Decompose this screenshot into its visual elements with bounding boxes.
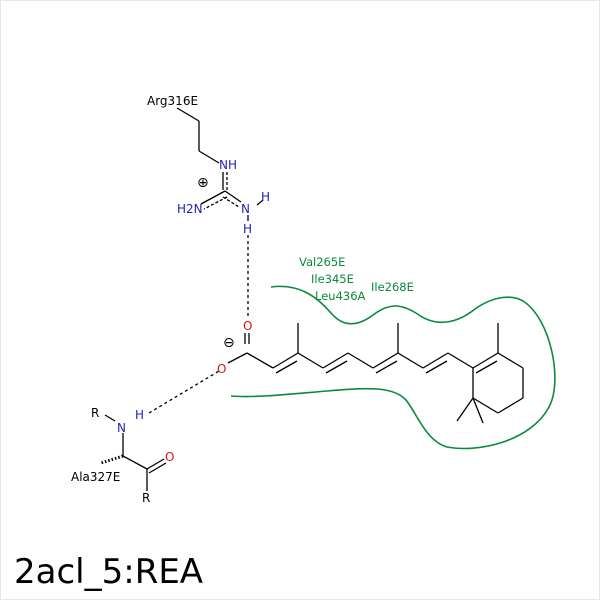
atom-n: N [241, 202, 250, 216]
hydrophobic-contact-outline [230, 285, 556, 450]
atom-r-top: R [91, 406, 99, 420]
atom-h-below: H [243, 222, 252, 236]
residue-label-ile268e: Ile268E [371, 280, 414, 294]
alanine-residue [100, 414, 167, 491]
residue-label-arg316e: Arg316E [147, 94, 198, 108]
atom-h2n: H2N [177, 202, 203, 216]
arginine-side-chain [176, 107, 264, 221]
atom-r-bottom: R [142, 491, 150, 505]
atom-o-ala: O [165, 450, 174, 464]
atom-h-ala: H [135, 408, 144, 422]
charge-minus-icon: ⊖ [223, 335, 235, 351]
atom-n-ala: N [117, 421, 126, 435]
residue-label-val265e: Val265E [299, 255, 345, 269]
residue-label-ala327e: Ala327E [71, 470, 120, 484]
retinoic-acid-chain [227, 323, 474, 374]
page-title: 2acl_5:REA [14, 552, 204, 592]
cyclohexene-ring [456, 323, 524, 424]
atom-h-right: H [261, 190, 270, 204]
residue-label-ile345e: Ile345E [311, 272, 354, 286]
residue-label-leu436a: Leu436A [315, 289, 366, 303]
atom-o-carboxylate: O [217, 362, 226, 376]
charge-plus-icon: ⊕ [197, 175, 209, 191]
hydrogen-bonds [148, 235, 249, 414]
atom-o-carbonyl: O [243, 319, 252, 333]
h-bond-ala-carboxylate [148, 370, 220, 414]
atom-nh: NH [219, 158, 237, 172]
